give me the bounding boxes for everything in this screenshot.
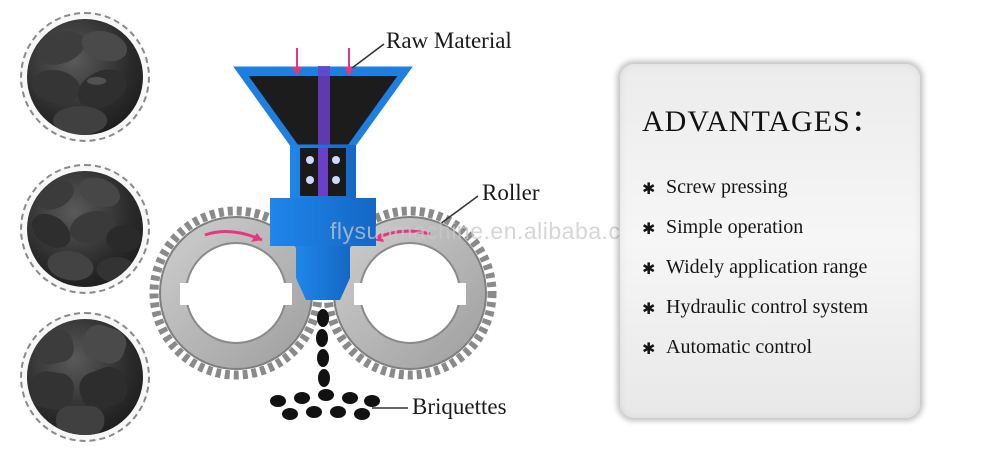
- falling-briquettes: [316, 309, 330, 387]
- roller-label: Roller: [482, 180, 540, 205]
- advantage-text: Simple operation: [666, 216, 804, 238]
- watermark-text: flysunmachine.en.alibaba.com: [330, 218, 654, 244]
- raw-material-arrows: [292, 48, 354, 76]
- briquette-photo-3: [20, 312, 150, 442]
- screw-housing: [290, 145, 356, 199]
- advantage-text: Widely application range: [666, 256, 868, 278]
- briquette-pile: [270, 389, 380, 420]
- advantage-text: Automatic control: [666, 336, 813, 358]
- asterisk-icon: ✱: [642, 341, 656, 358]
- briquette-photo-2: [20, 164, 150, 294]
- advantages-list: ✱ Screw pressing ✱ Simple operation ✱ Wi…: [642, 176, 868, 376]
- advantages-panel: ADVANTAGES： ✱ Screw pressing ✱ Simple op…: [620, 64, 920, 418]
- roller-leader-line: [439, 195, 479, 225]
- advantage-item: ✱ Simple operation: [642, 216, 868, 256]
- advantage-text: Screw pressing: [666, 176, 788, 198]
- briquette-photo-1: [20, 12, 150, 142]
- asterisk-icon: ✱: [642, 181, 656, 198]
- feed-hopper: [233, 66, 413, 156]
- raw-material-leader-line: [351, 43, 385, 69]
- advantage-text: Hydraulic control system: [666, 296, 869, 318]
- asterisk-icon: ✱: [642, 221, 656, 238]
- advantage-item: ✱ Screw pressing: [642, 176, 868, 216]
- raw-material-label: Raw Material: [386, 28, 512, 53]
- right-roller: [323, 206, 497, 380]
- briquettes-label: Briquettes: [412, 394, 507, 419]
- asterisk-icon: ✱: [642, 261, 656, 278]
- advantage-item: ✱ Automatic control: [642, 336, 868, 376]
- advantages-title: ADVANTAGES：: [642, 105, 882, 138]
- advantage-item: ✱ Widely application range: [642, 256, 868, 296]
- asterisk-icon: ✱: [642, 301, 656, 318]
- press-block: [270, 198, 376, 300]
- advantage-item: ✱ Hydraulic control system: [642, 296, 868, 336]
